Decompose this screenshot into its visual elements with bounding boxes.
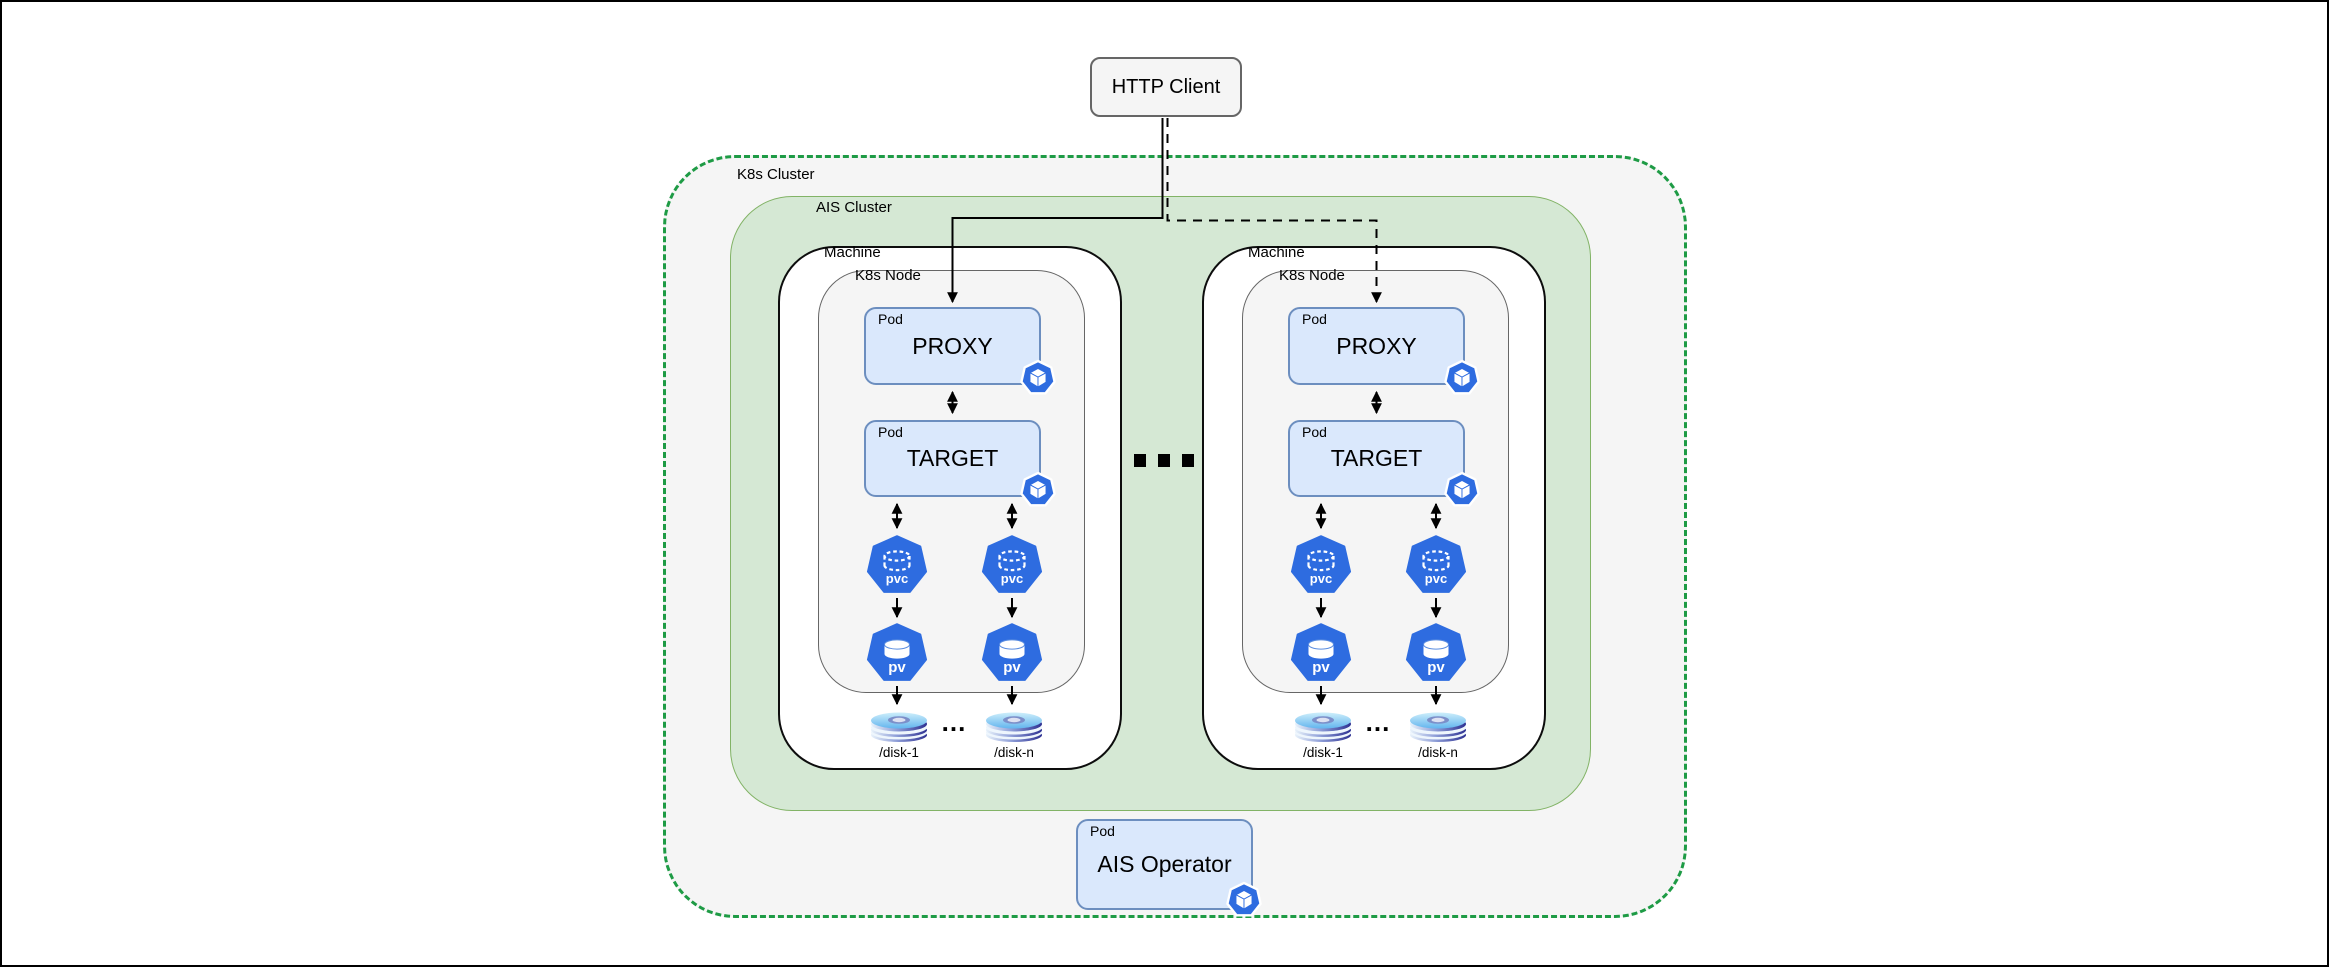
ellipsis-square [1182,454,1194,467]
svg-text:pv: pv [1427,659,1445,676]
k8s-pvc-icon: pvc [866,535,928,593]
proxy-title: PROXY [1336,332,1417,359]
ais-operator-pod: Pod AIS Operator [1076,819,1262,917]
k8s-pv-icon: pv [866,623,928,681]
machine-label: Machine [824,244,881,261]
disk-label: /disk-1 [879,745,919,760]
k8s-pv-icon: pv [1290,623,1352,681]
ais-cluster-label: AIS Cluster [816,199,892,216]
k8s-pod-cube-icon [1226,881,1262,917]
target-title: TARGET [1330,445,1423,471]
pod-tag: Pod [878,424,903,440]
ellipsis-square [1158,454,1170,467]
k8s-node-label: K8s Node [1279,267,1345,284]
pod-tag: Pod [1090,823,1115,839]
target-pod: Pod TARGET [864,420,1056,507]
svg-text:pvc: pvc [886,571,908,586]
proxy-title: PROXY [912,332,993,359]
proxy-pod: Pod PROXY [1288,307,1480,395]
svg-text:pvc: pvc [1425,571,1447,586]
pod-tag: Pod [1302,424,1327,440]
disk-stack-icon [1295,712,1351,742]
k8s-pv-icon: pv [981,623,1043,681]
ais-operator-title: AIS Operator [1097,851,1232,877]
http-client-label: HTTP Client [1111,75,1221,98]
k8s-pod-cube-icon [1020,471,1056,507]
ellipsis-square [1134,454,1146,467]
k8s-node-label: K8s Node [855,267,921,284]
k8s-cluster-label: K8s Cluster [737,166,815,183]
k8s-pvc-icon: pvc [981,535,1043,593]
k8s-pod-cube-icon [1020,359,1056,395]
target-pod: Pod TARGET [1288,420,1480,507]
k8s-pv-icon: pv [1405,623,1467,681]
disk-label: /disk-1 [1303,745,1343,760]
k8s-node-box: K8s Node Pod PROXY Pod TARGET pvc pvc [818,267,1085,693]
disk-ellipsis: ... [1365,707,1391,737]
disk-stack-icon [871,712,927,742]
svg-text:pvc: pvc [1001,571,1023,586]
machine-box: Machine K8s Node Pod PROXY Pod TARGET pv… [1202,244,1546,770]
target-title: TARGET [906,445,999,471]
svg-text:pvc: pvc [1310,571,1332,586]
pod-tag: Pod [1302,311,1327,327]
disk-ellipsis: ... [941,707,967,737]
k8s-pod-cube-icon [1444,471,1480,507]
disk-label: /disk-n [1418,745,1458,760]
svg-text:pv: pv [1003,659,1021,676]
machine-label: Machine [1248,244,1305,261]
svg-text:pv: pv [888,659,906,676]
k8s-pvc-icon: pvc [1290,535,1352,593]
k8s-pvc-icon: pvc [1405,535,1467,593]
proxy-pod: Pod PROXY [864,307,1056,395]
k8s-node-box: K8s Node Pod PROXY Pod TARGET pvc pvc [1242,267,1509,693]
machine-box: Machine K8s Node Pod PROXY Pod TARGET pv… [778,244,1122,770]
svg-text:pv: pv [1312,659,1330,676]
k8s-pod-cube-icon [1444,359,1480,395]
disk-stack-icon [986,712,1042,742]
pod-tag: Pod [878,311,903,327]
disk-stack-icon [1410,712,1466,742]
disk-label: /disk-n [994,745,1034,760]
http-client-box: HTTP Client [1090,57,1242,117]
